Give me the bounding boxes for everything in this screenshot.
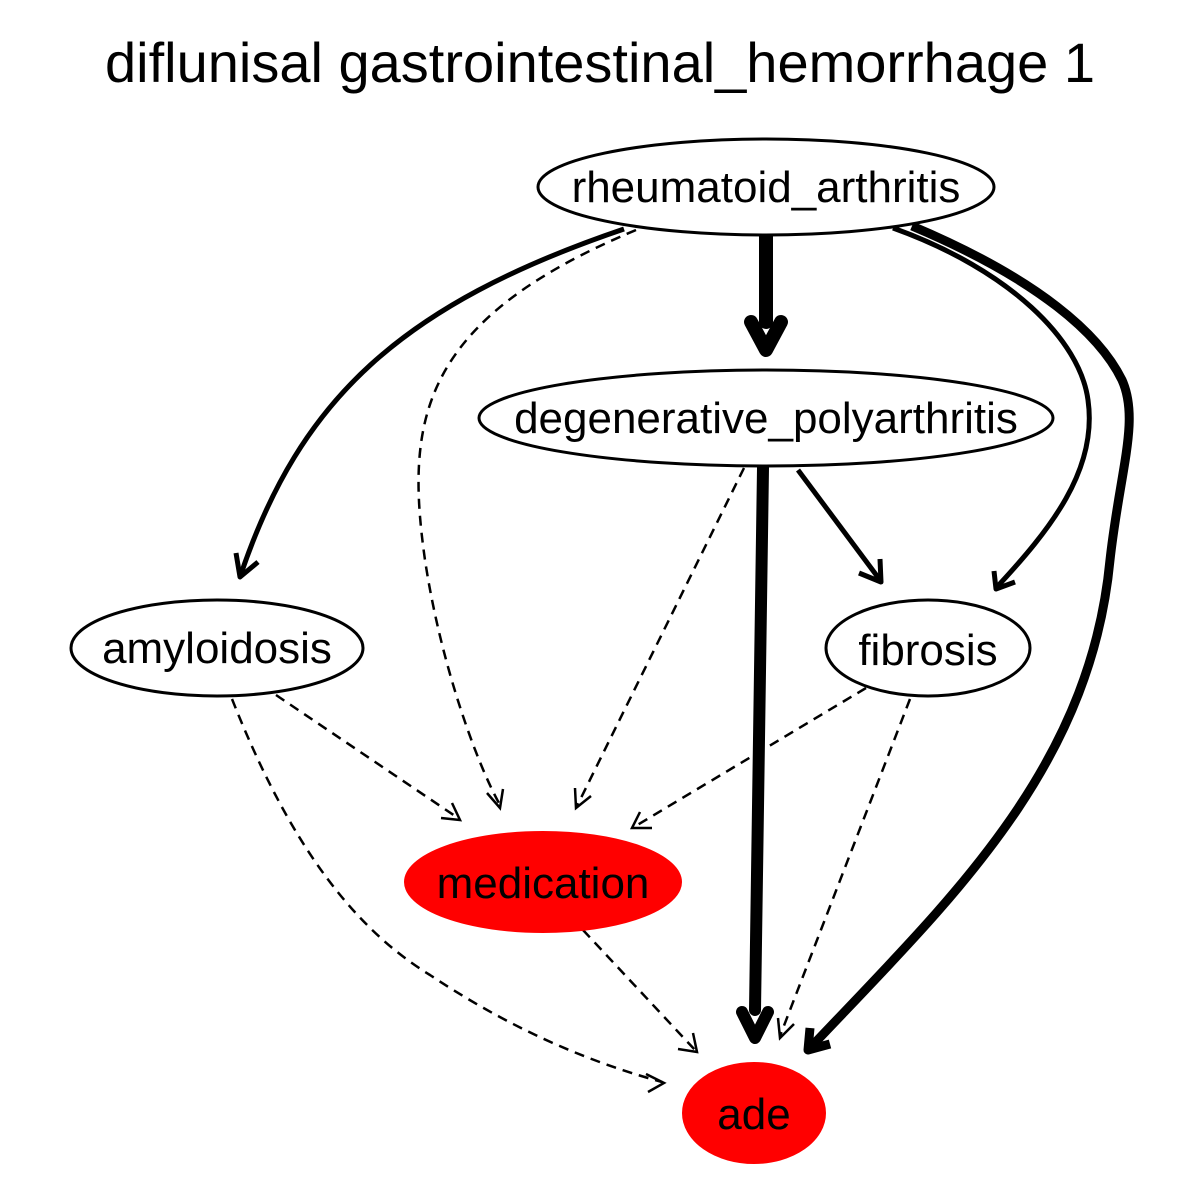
edge-amyloidosis-to-ade	[230, 698, 663, 1084]
node-shape	[824, 598, 1032, 698]
node-shape	[404, 831, 682, 933]
arrowhead-ade-from-rheumatoid-arthritis	[803, 1027, 832, 1055]
node-shape	[69, 598, 365, 698]
node-label: ade	[717, 1090, 790, 1139]
node-label: degenerative_polyarthritis	[514, 394, 1018, 443]
edge-fibrosis-to-ade	[778, 698, 912, 1037]
edge-rheumatoid-arthritis-to-amyloidosis	[238, 226, 625, 575]
edge-rheumatoid-arthritis-to-fibrosis	[892, 225, 1092, 590]
node-layer: rheumatoid_arthritis degenerative_polyar…	[69, 137, 1055, 1164]
arrowhead-ade-from-medication	[677, 1032, 699, 1054]
arrowhead-fibrosis-from-rheumatoid-arthritis	[991, 570, 1016, 592]
node-degenerative-polyarthritis[interactable]: degenerative_polyarthritis	[477, 368, 1055, 468]
node-amyloidosis[interactable]: amyloidosis	[69, 598, 365, 698]
edge-layer	[230, 221, 1134, 1094]
arrowhead-ade-from-degenerative-polyarthritis	[736, 1006, 774, 1044]
edge-degenerative-polyarthritis-to-fibrosis	[795, 468, 883, 582]
arrowhead-ade-from-fibrosis	[776, 1017, 795, 1041]
edge-amyloidosis-to-medication	[275, 693, 459, 820]
node-label: rheumatoid_arthritis	[572, 163, 961, 212]
edge-rheumatoid-arthritis-to-ade	[806, 221, 1134, 1052]
arrowhead-medication-from-degenerative-polyarthritis	[573, 787, 592, 811]
node-ade[interactable]: ade	[682, 1062, 826, 1164]
arrowhead-medication-from-fibrosis	[629, 811, 652, 830]
edge-degenerative-polyarthritis-to-ade	[749, 462, 769, 1016]
arrowhead-degenerative-polyarthritis	[744, 315, 788, 357]
arrowhead-medication-from-amyloidosis	[440, 802, 463, 822]
arrowhead-amyloidosis	[233, 552, 260, 580]
node-shape	[477, 368, 1055, 468]
edge-degenerative-polyarthritis-to-medication	[575, 467, 746, 807]
edge-fibrosis-to-medication	[633, 686, 867, 829]
node-shape	[682, 1062, 826, 1164]
node-label: medication	[437, 859, 650, 908]
edge-rheumatoid-arthritis-to-medication	[417, 228, 637, 806]
diagram-title: diflunisal gastrointestinal_hemorrhage 1	[105, 31, 1095, 94]
node-rheumatoid-arthritis[interactable]: rheumatoid_arthritis	[536, 137, 996, 237]
node-label: fibrosis	[858, 626, 997, 675]
arrowhead-fibrosis-from-degenerative-polyarthritis	[858, 558, 884, 585]
node-shape	[536, 137, 996, 237]
arrowhead-ade-from-amyloidosis	[645, 1072, 667, 1094]
node-fibrosis[interactable]: fibrosis	[824, 598, 1032, 698]
edge-medication-to-ade	[582, 929, 696, 1051]
node-medication[interactable]: medication	[404, 831, 682, 933]
node-label: amyloidosis	[102, 624, 332, 673]
arrowhead-medication-from-rheumatoid-arthritis	[486, 788, 505, 811]
